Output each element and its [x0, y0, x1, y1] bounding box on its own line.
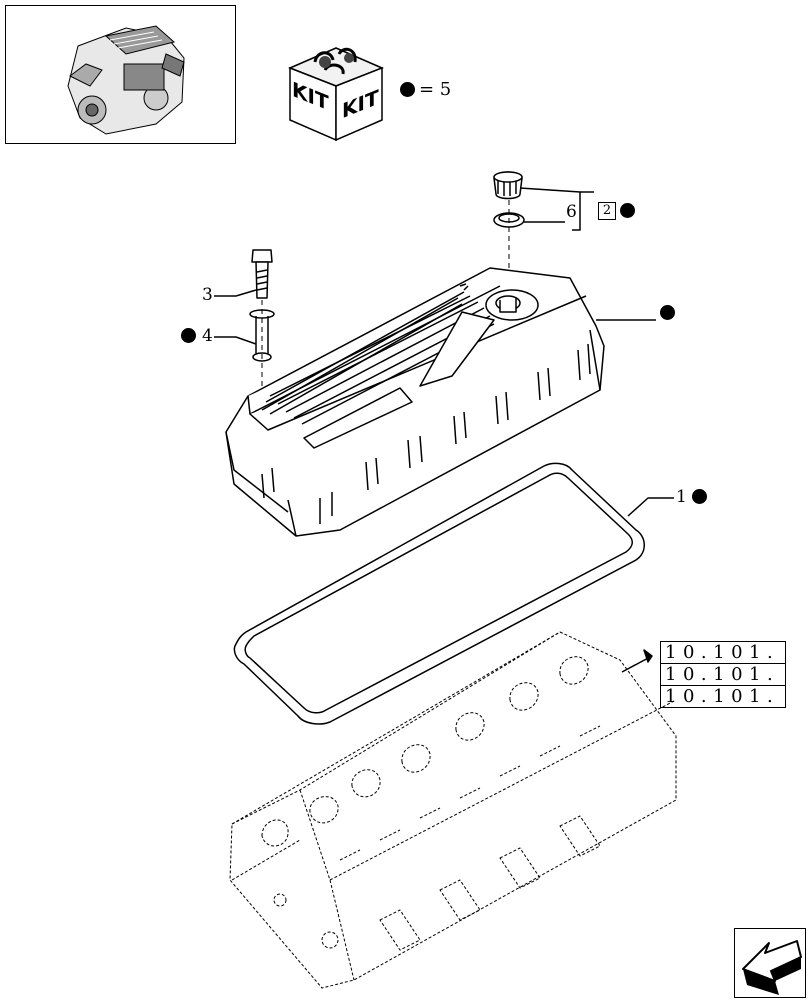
reference-row[interactable]: 10.101.: [665, 686, 780, 707]
next-page-button[interactable]: [734, 928, 806, 998]
kit-dot-filler: [620, 203, 635, 218]
callout-6: 6: [566, 202, 577, 222]
reference-table: 10.101. 10.101. 10.101.: [660, 641, 786, 708]
callout-4: 4: [202, 326, 213, 346]
engine-thumbnail-frame: [5, 5, 236, 144]
kit-legend-text: = 5: [419, 79, 452, 100]
callout-1: 1: [676, 487, 687, 507]
next-page-arrow-icon: [742, 940, 802, 995]
engine-icon: [67, 25, 185, 135]
cylinder-head: [229, 631, 677, 989]
kit-legend-dot: [400, 82, 415, 97]
callout-3: 3: [202, 285, 213, 305]
reference-row[interactable]: 10.101.: [661, 664, 785, 686]
valve-cover: [225, 267, 605, 537]
kit-dot-valve-cover: [660, 305, 675, 320]
kit-dot-gasket: [692, 489, 707, 504]
kit-box-icon: [288, 47, 384, 142]
reference-row[interactable]: 10.101.: [661, 642, 785, 664]
filler-cap: [493, 171, 523, 200]
bolt: [251, 249, 273, 299]
callout-2-boxed: 2: [598, 202, 616, 220]
gasket: [233, 462, 645, 725]
spacer-sleeve: [249, 309, 275, 362]
kit-dot-spacer: [181, 328, 196, 343]
